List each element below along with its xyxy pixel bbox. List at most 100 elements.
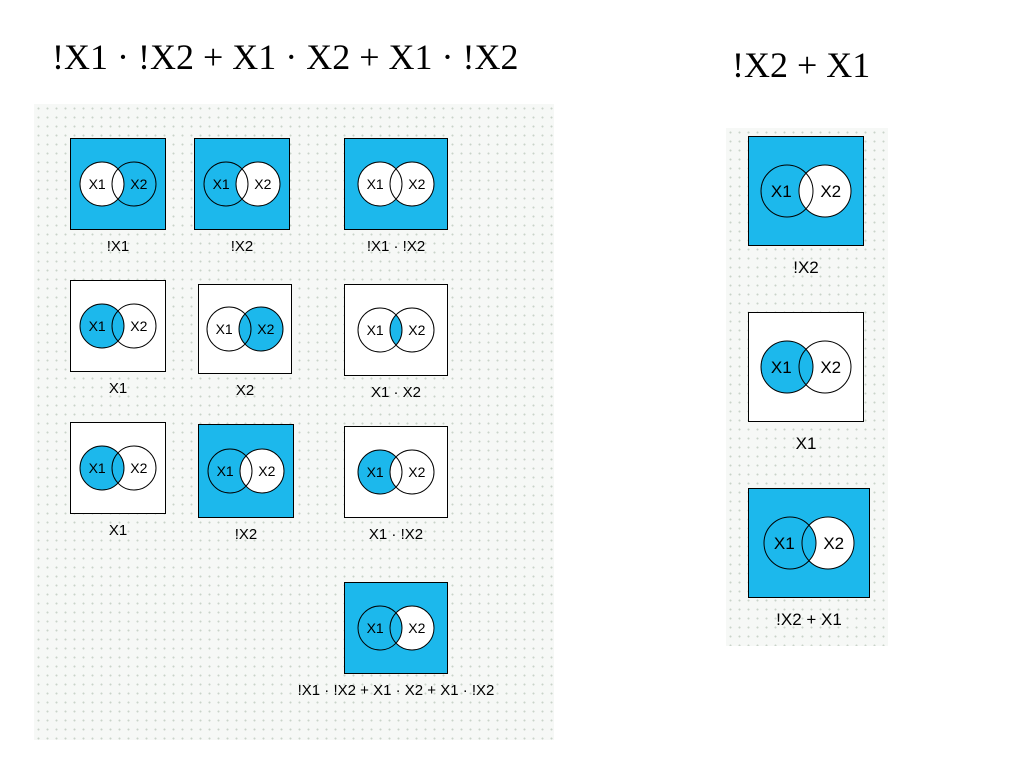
label-x2: X2 xyxy=(130,460,147,476)
diagram-caption: !X1 · !X2 xyxy=(366,238,426,255)
diagram-caption: X1 xyxy=(795,434,817,453)
label-x2: X2 xyxy=(408,620,425,636)
venn-svg: X1 X2 xyxy=(344,284,448,376)
circle-x1-outline xyxy=(357,307,403,353)
label-x1: X1 xyxy=(367,464,384,480)
label-x1: X1 xyxy=(771,182,792,201)
shade-x1 xyxy=(761,341,813,393)
circle-x2-outline xyxy=(111,303,157,349)
label-x1: X1 xyxy=(771,358,792,377)
label-x2: X2 xyxy=(130,176,147,192)
diagram-caption: !X2 xyxy=(793,258,819,277)
shade-x1 xyxy=(204,162,248,206)
circle-x1-outline xyxy=(760,340,814,394)
set-x2-region xyxy=(799,341,851,393)
label-x1: X1 xyxy=(89,460,106,476)
label-x1: X1 xyxy=(367,176,384,192)
shade-x1 xyxy=(358,606,402,650)
label-x2: X2 xyxy=(257,321,274,337)
circle-x1-outline xyxy=(203,161,249,207)
clear-x2 xyxy=(236,162,280,206)
circle-x1-outline xyxy=(357,161,403,207)
shade-x1 xyxy=(80,446,124,490)
circle-x2-outline xyxy=(238,306,284,352)
set-x2-region xyxy=(390,308,434,352)
label-x1: X1 xyxy=(367,620,384,636)
shade-x2 xyxy=(239,307,283,351)
clear-x1 xyxy=(80,162,124,206)
circle-x2-outline xyxy=(239,448,285,494)
circle-x2-outline xyxy=(389,307,435,353)
circle-x1-outline xyxy=(79,303,125,349)
venn-diagram-not-x2: X1 X2 xyxy=(748,136,864,246)
diagram-caption: !X2 xyxy=(234,526,258,543)
venn-svg: X1 X2 xyxy=(70,422,166,514)
diagram-caption: !X2 xyxy=(230,238,254,255)
circle-x1-outline xyxy=(763,516,817,570)
venn-diagram-x1: X1 X2 xyxy=(748,312,864,422)
diagram-caption: X1 · X2 xyxy=(370,384,422,401)
clear-x2 xyxy=(240,449,284,493)
title-right-expression: !X2 + X1 xyxy=(732,45,871,85)
venn-diagram-not-x2-or-x1: X1 X2 xyxy=(344,582,448,674)
label-x2: X2 xyxy=(408,322,425,338)
label-x1: X1 xyxy=(217,463,234,479)
circle-x1-outline xyxy=(207,448,253,494)
circle-x2-outline xyxy=(798,164,852,218)
diagram-caption: !X1 xyxy=(106,238,130,255)
diagram-caption: X2 xyxy=(235,382,255,399)
label-x1: X1 xyxy=(774,534,795,553)
circle-x1-outline xyxy=(206,306,252,352)
set-x2-region xyxy=(112,304,156,348)
venn-svg: X1 X2 xyxy=(194,138,290,230)
label-x2: X2 xyxy=(820,182,841,201)
set-x1-region xyxy=(207,307,251,351)
set-x2-region xyxy=(390,162,434,206)
title-left-expression: !X1 · !X2 + X1 · X2 + X1 · !X2 xyxy=(52,37,519,77)
label-x2: X2 xyxy=(254,176,271,192)
label-x1: X1 xyxy=(89,318,106,334)
shade-x1 xyxy=(80,304,124,348)
shade-x1 xyxy=(208,449,252,493)
venn-svg: X1 X2 xyxy=(344,138,448,230)
circle-x2-outline xyxy=(111,445,157,491)
set-x2-region xyxy=(112,446,156,490)
venn-diagram-outside: X1 X2 xyxy=(344,138,448,230)
venn-diagram-intersection: X1 X2 xyxy=(344,284,448,376)
circle-x2-outline xyxy=(389,605,435,651)
label-x1: X1 xyxy=(367,322,384,338)
circle-x2-outline xyxy=(389,449,435,495)
venn-svg: X1 X2 xyxy=(748,136,864,246)
venn-svg: X1 X2 xyxy=(70,138,166,230)
venn-svg: X1 X2 xyxy=(344,582,448,674)
label-x1: X1 xyxy=(213,176,230,192)
circle-x2-outline xyxy=(235,161,281,207)
diagram-caption: !X2 + X1 xyxy=(776,610,842,629)
circle-x1-outline xyxy=(357,605,403,651)
label-x2: X2 xyxy=(820,358,841,377)
set-x2-region xyxy=(390,606,434,650)
circle-x2-outline xyxy=(111,161,157,207)
set-x1-region xyxy=(358,308,402,352)
label-x2: X2 xyxy=(408,176,425,192)
shade-x1 xyxy=(358,450,402,494)
circle-x2-outline xyxy=(801,516,855,570)
label-x1: X1 xyxy=(89,176,106,192)
diagram-caption: X1 · !X2 xyxy=(368,526,424,543)
diagram-caption: X1 xyxy=(108,380,128,397)
venn-diagram-not-x2: X1 X2 xyxy=(194,138,290,230)
circle-x1-outline xyxy=(760,164,814,218)
circle-x2-outline xyxy=(798,340,852,394)
